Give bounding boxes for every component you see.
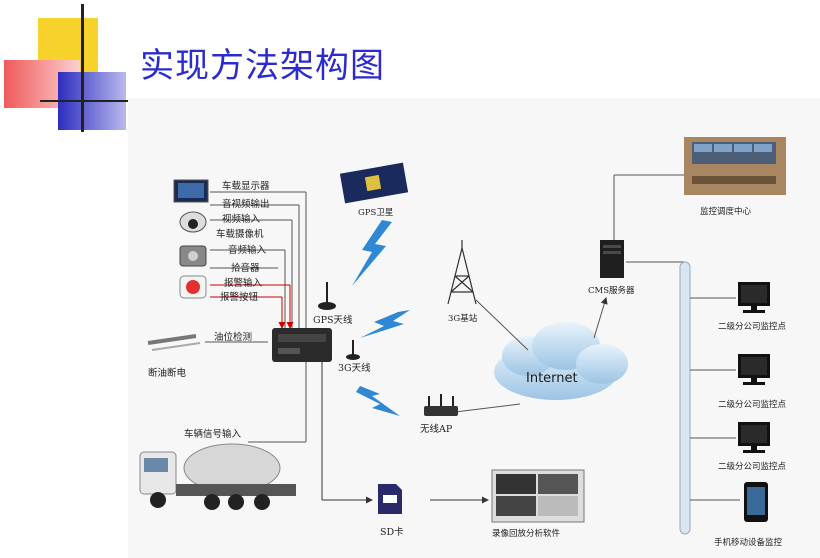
label-alarm-button: 报警按钮 bbox=[220, 292, 259, 303]
monitor-icon bbox=[173, 179, 209, 203]
oil-sensor-icon bbox=[147, 334, 201, 351]
mobile-phone-icon bbox=[744, 482, 768, 522]
label-pickup: 拾音器 bbox=[231, 263, 260, 274]
3g-antenna-icon bbox=[346, 340, 360, 360]
corner-decoration bbox=[0, 0, 140, 140]
sd-card-icon bbox=[378, 484, 402, 514]
wireless-signal-icons bbox=[352, 220, 410, 416]
label-gps-antenna: GPS天线 bbox=[313, 315, 353, 326]
wifi-ap-icon bbox=[424, 394, 458, 416]
label-audio-in: 音频输入 bbox=[228, 245, 267, 256]
label-oil-cut: 断油断电 bbox=[148, 368, 187, 379]
label-playback-software: 录像回放分析软件 bbox=[492, 529, 561, 539]
pc-icon bbox=[738, 422, 770, 453]
server-icon bbox=[600, 240, 624, 278]
page-title: 实现方法架构图 bbox=[140, 46, 385, 86]
label-av-out: 音视频输出 bbox=[222, 199, 270, 210]
label-oil-detect: 油位检测 bbox=[214, 332, 253, 343]
gps-satellite-icon bbox=[339, 162, 409, 204]
vertical-line bbox=[81, 4, 84, 132]
playback-software-image bbox=[491, 469, 585, 523]
label-wifi-ap: 无线AP bbox=[420, 424, 453, 435]
alarm-button-icon bbox=[179, 275, 207, 299]
label-branch-1: 二级分公司监控点 bbox=[718, 322, 787, 332]
label-cms-server: CMS服务器 bbox=[588, 286, 635, 296]
pc-icon bbox=[738, 354, 770, 385]
internet-cloud-icon bbox=[494, 322, 628, 400]
mixer-truck-image bbox=[139, 443, 296, 510]
label-3g-base: 3G基站 bbox=[448, 314, 478, 324]
label-video-in: 视频输入 bbox=[222, 214, 261, 225]
label-vehicle-signal: 车辆信号输入 bbox=[184, 429, 242, 440]
gps-antenna-icon bbox=[318, 282, 336, 310]
mobile-dvr-icon bbox=[272, 328, 332, 362]
label-display: 车载显示器 bbox=[222, 181, 270, 192]
label-3g-antenna: 3G天线 bbox=[338, 363, 371, 374]
dome-camera-icon bbox=[179, 211, 207, 233]
network-bus bbox=[679, 261, 691, 535]
cell-tower-icon bbox=[447, 240, 477, 305]
label-sd-card: SD卡 bbox=[380, 527, 404, 538]
label-mobile-monitor: 手机移动设备监控 bbox=[714, 538, 783, 548]
horizontal-line bbox=[40, 100, 130, 102]
control-center-image bbox=[684, 137, 786, 195]
label-alarm-in: 报警输入 bbox=[224, 278, 263, 289]
label-gps-satellite: GPS卫星 bbox=[358, 208, 394, 218]
label-control-center: 监控调度中心 bbox=[700, 207, 752, 217]
label-camera: 车载摄像机 bbox=[216, 229, 264, 240]
microphone-icon bbox=[179, 245, 207, 267]
label-branch-2: 二级分公司监控点 bbox=[718, 400, 787, 410]
pc-icon bbox=[738, 282, 770, 313]
label-branch-3: 二级分公司监控点 bbox=[718, 462, 787, 472]
internet-label: Internet bbox=[526, 371, 578, 386]
